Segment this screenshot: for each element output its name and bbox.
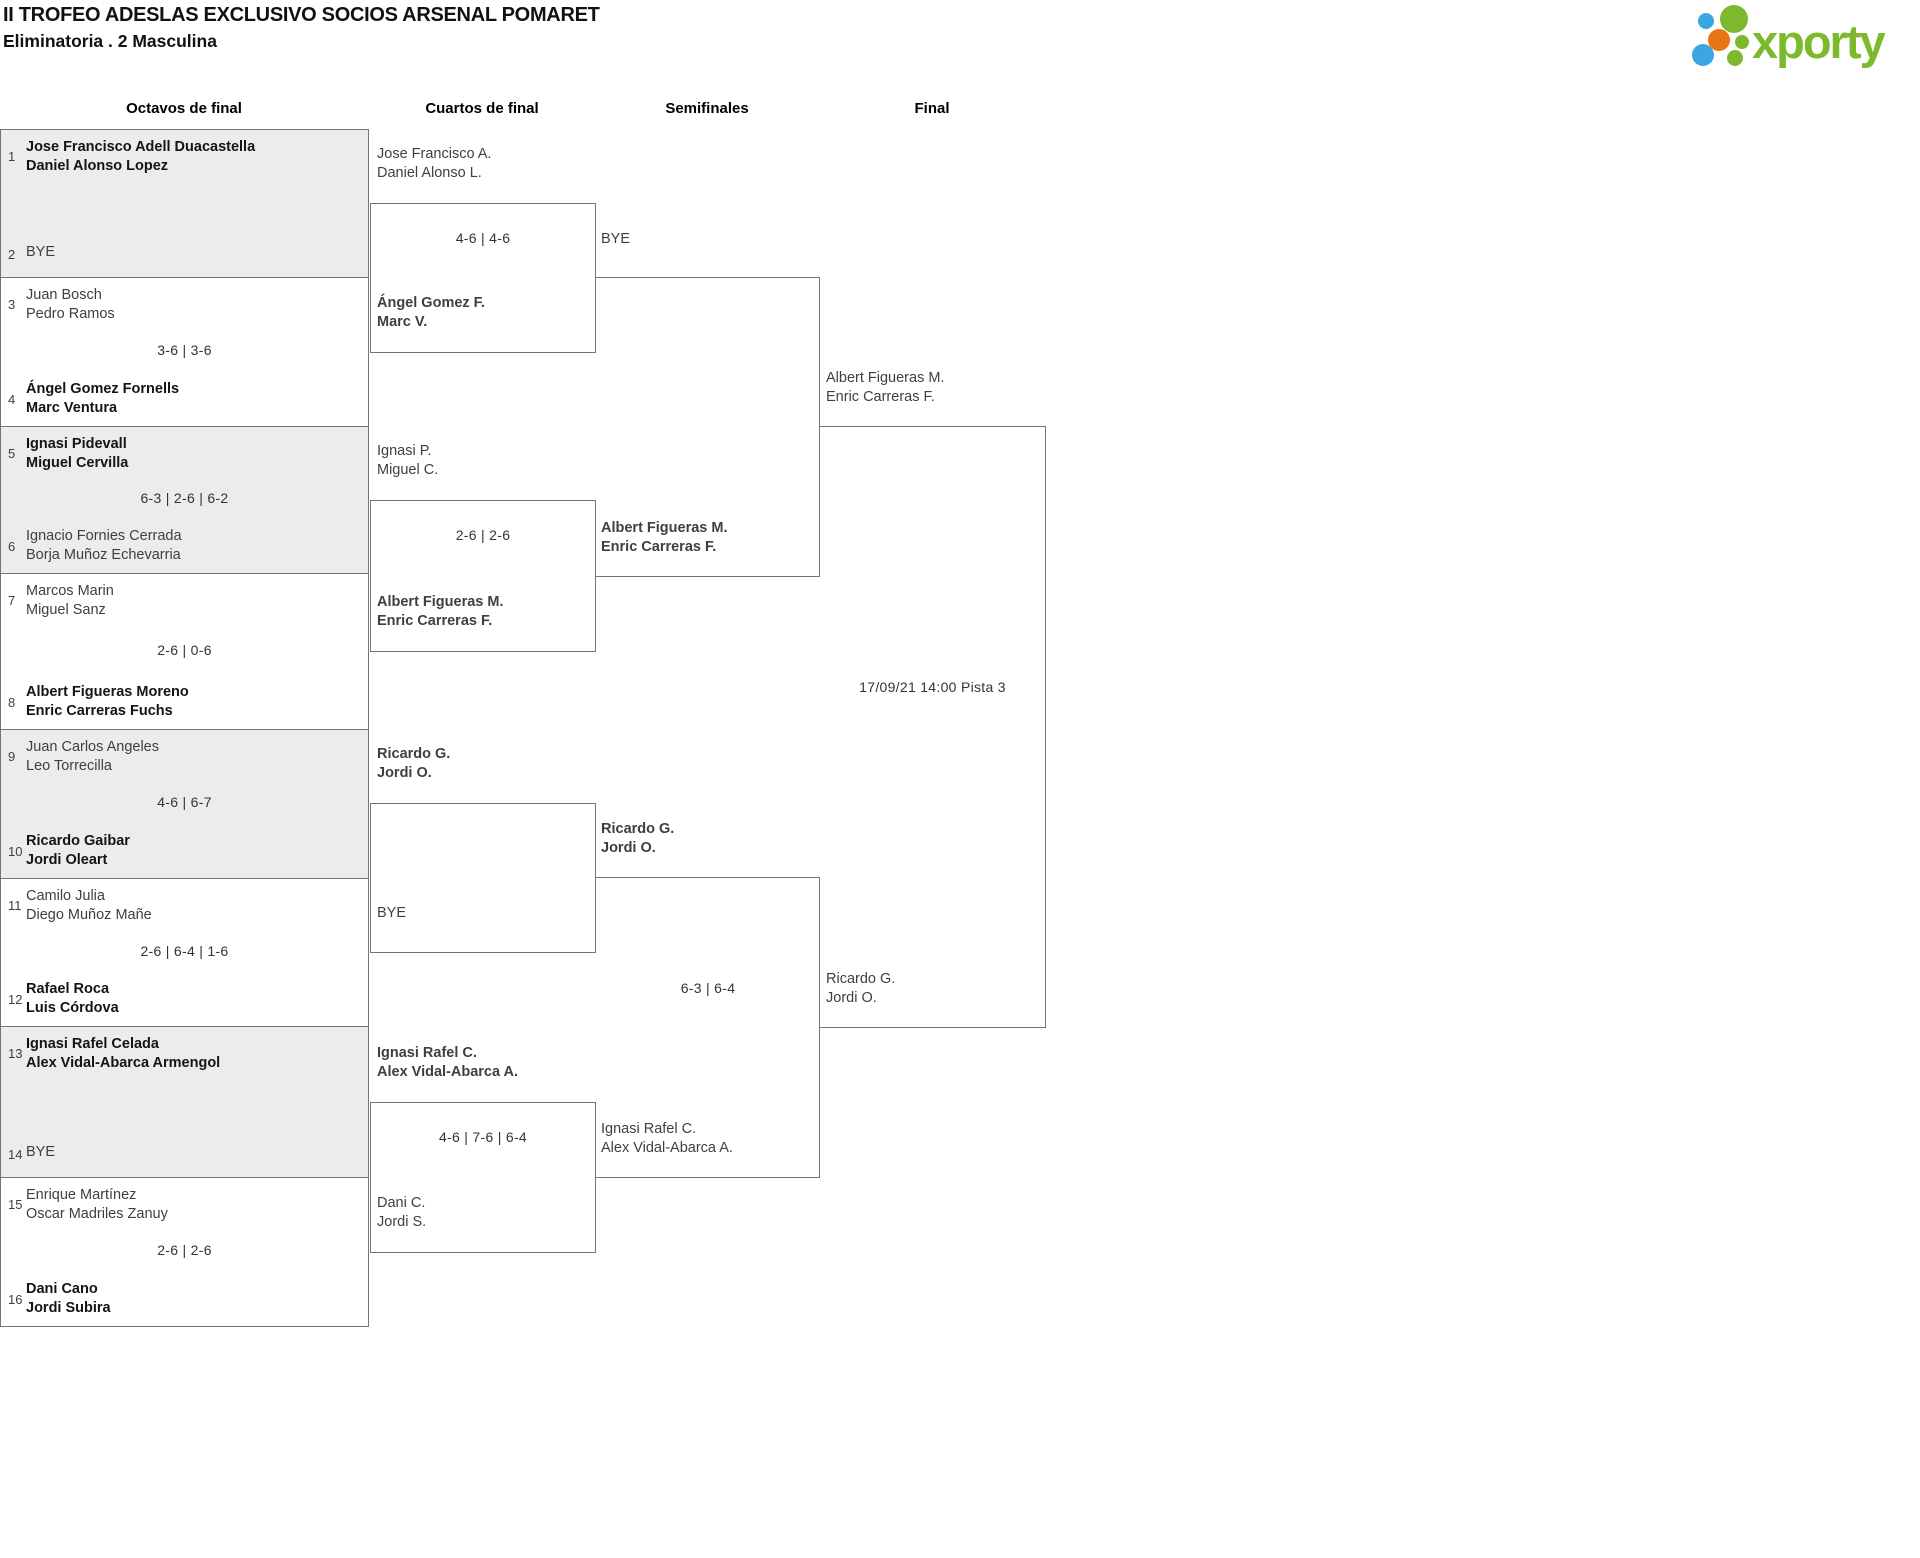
- qf-match-1: 4-6 | 4-6 Ángel Gomez F.Marc V.: [370, 203, 596, 353]
- match-score: 3-6 | 3-6: [157, 342, 212, 358]
- logo-dot-icon: [1720, 5, 1748, 33]
- qf4-pair-bottom[interactable]: Dani C.Jordi S.: [377, 1195, 427, 1230]
- sf1-bye-top: BYE: [601, 231, 631, 247]
- logo-dot-icon: [1692, 44, 1714, 66]
- round-header-cuartos: Cuartos de final: [425, 100, 539, 117]
- qf-match-2: 2-6 | 2-6 Albert Figueras M.Enric Carrer…: [370, 500, 596, 652]
- final-pair-bottom[interactable]: Ricardo G.Jordi O.: [826, 971, 896, 1006]
- final-schedule: 17/09/21 14:00 Pista 3: [859, 679, 1006, 695]
- qf3-pair-top[interactable]: Ricardo G.Jordi O.: [377, 746, 451, 781]
- bye-label: BYE: [26, 1144, 56, 1160]
- seed-number: 10: [8, 844, 23, 859]
- match-score: 4-6 | 4-6: [455, 230, 511, 246]
- qf4-pair-top[interactable]: Ignasi Rafel C.Alex Vidal-Abarca A.: [377, 1045, 519, 1080]
- qf1-pair-top[interactable]: Jose Francisco A.Daniel Alonso L.: [377, 146, 492, 181]
- match-score: 2-6 | 6-4 | 1-6: [140, 942, 229, 959]
- logo-dot-icon: [1698, 13, 1714, 29]
- seed-number: 11: [8, 898, 22, 913]
- qf-match-3: BYE: [370, 803, 596, 953]
- match-score: 6-3 | 2-6 | 6-2: [140, 490, 229, 506]
- seed-number: 6: [8, 539, 16, 554]
- sf2-pair-top[interactable]: Ricardo G.Jordi O.: [601, 821, 675, 856]
- seed-number: 16: [8, 1292, 23, 1307]
- seed-number: 3: [8, 297, 16, 312]
- seed-number: 5: [8, 446, 16, 461]
- seed-number: 8: [8, 695, 16, 710]
- page-subtitle: Eliminatoria . 2 Masculina: [3, 31, 217, 51]
- seed-number: 1: [8, 149, 16, 164]
- bye-label: BYE: [377, 905, 407, 921]
- match-score: 2-6 | 2-6: [455, 527, 511, 543]
- match-score: 4-6 | 7-6 | 6-4: [438, 1129, 528, 1145]
- logo-dot-icon: [1727, 50, 1743, 66]
- bye-label: BYE: [26, 244, 56, 260]
- sf-match-1: [596, 277, 820, 577]
- qf-match-4: 4-6 | 7-6 | 6-4 Dani C.Jordi S.: [370, 1102, 596, 1253]
- seed-number: 14: [8, 1147, 23, 1162]
- qf2-pair-bottom[interactable]: Albert Figueras M.Enric Carreras F.: [377, 594, 504, 629]
- final-pair-top[interactable]: Albert Figueras M.Enric Carreras F.: [826, 370, 945, 405]
- logo-wordmark: xporty: [1752, 15, 1886, 68]
- match-score: 4-6 | 6-7: [157, 794, 212, 810]
- round-header-semifinales: Semifinales: [665, 100, 749, 117]
- seed-number: 12: [8, 992, 23, 1007]
- seed-number: 2: [8, 247, 16, 262]
- qf2-pair-top[interactable]: Ignasi P.Miguel C.: [377, 443, 439, 478]
- page-title: II TROFEO ADESLAS EXCLUSIVO SOCIOS ARSEN…: [3, 4, 600, 26]
- seed-number: 4: [8, 392, 16, 407]
- seed-number: 7: [8, 593, 16, 608]
- logo-dot-icon: [1708, 29, 1730, 51]
- logo-dot-icon: [1735, 35, 1749, 49]
- qf1-pair-bottom[interactable]: Ángel Gomez F.Marc V.: [377, 295, 485, 330]
- final-match: [819, 426, 1046, 1028]
- match-score: 6-3 | 6-4: [680, 980, 736, 996]
- match-score: 2-6 | 0-6: [157, 641, 212, 658]
- round-header-octavos: Octavos de final: [126, 100, 242, 117]
- seed-number: 9: [8, 749, 16, 764]
- seed-number: 15: [8, 1197, 23, 1212]
- match-score: 2-6 | 2-6: [157, 1242, 212, 1258]
- sf1-pair-bottom[interactable]: Albert Figueras M.Enric Carreras F.: [601, 520, 728, 555]
- sf2-pair-bottom[interactable]: Ignasi Rafel C.Alex Vidal-Abarca A.: [601, 1121, 733, 1156]
- seed-number: 13: [8, 1046, 23, 1061]
- round-header-final: Final: [914, 100, 950, 117]
